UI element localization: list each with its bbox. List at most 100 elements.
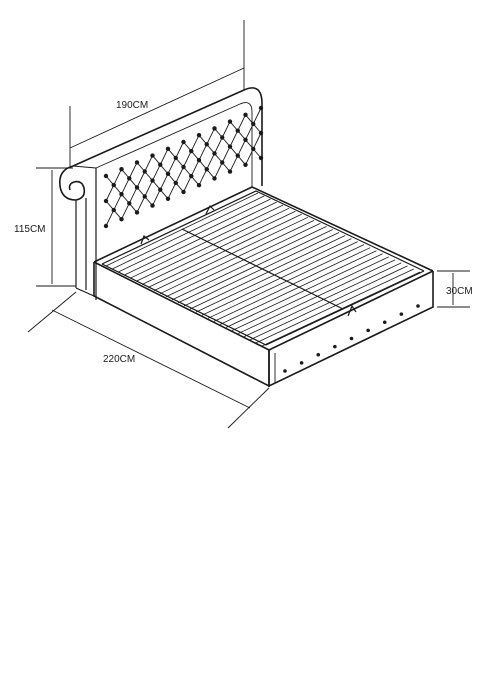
tufting-button [142,194,147,199]
tufting-seam [183,175,192,193]
tufting-seam [136,171,146,188]
tufting-button [227,119,233,124]
tufting-button [165,146,171,151]
tufting-button [251,146,256,152]
tufting-seam [214,162,223,179]
headboard-front [72,87,263,186]
tufting-seam [198,144,208,161]
tufting-button [158,187,163,192]
tufting-seam [128,162,138,179]
tufting-seam [159,148,169,165]
headboard-tufting [103,105,264,229]
headboard-arm-front [75,168,97,290]
tufting-seam [221,146,231,163]
tufting-seam [152,164,161,181]
tufting-button [150,178,155,183]
tufting-button [119,167,124,172]
tufting-button [212,151,217,156]
slat [165,223,321,298]
slat [213,247,371,322]
bed-base [93,186,434,388]
stud [283,369,287,373]
tufting-button [111,182,116,188]
headboard-bottom [75,260,97,300]
tufting-seam [175,141,184,159]
tufting-button [212,126,217,131]
tufting-button [204,142,209,147]
tufting-button [134,210,140,215]
tufting-seam [245,123,254,140]
tufting-button [119,192,124,197]
headboard [58,87,263,300]
tufting-button [103,173,109,179]
tufting-button [243,137,248,142]
slat [183,232,340,307]
tufting-button [189,148,194,154]
tufting-button [127,176,132,181]
tufting-button [227,169,233,174]
tufting-seam [121,203,130,220]
slat [171,226,327,301]
tufting-seam [144,180,153,197]
tufting-button [181,189,186,195]
tufting-button [173,180,178,186]
slat [237,259,396,335]
tufting-button [220,160,225,165]
tufting-button [158,162,163,167]
tufting-seam [159,173,169,190]
tufting-seam [105,209,115,227]
slat-platform [105,192,421,347]
foot-panel-studs [283,304,420,373]
stud [316,352,321,357]
tufting-button [243,112,248,118]
tufting-seam [229,155,239,172]
slat [207,244,365,319]
tufting-seam [183,150,192,168]
tufting-seam [105,184,115,202]
tufting-button [189,173,194,179]
tufting-seam [206,128,215,145]
tufting-seam [214,137,223,154]
tufting-button [150,203,155,208]
tufting-button [196,158,202,163]
base-foot-panel [268,271,434,388]
tufting-button [204,167,209,172]
tufting-seam [245,148,254,165]
slat [177,229,333,304]
tufting-seam [167,157,177,174]
tufting-button [111,207,116,213]
tufting-button [127,201,132,206]
lift-brackets [140,204,357,317]
tufting-seam [198,169,208,186]
tufting-seam [206,153,215,170]
tufting-button [258,105,264,111]
tufting-seam [252,107,262,125]
tufting-button [227,144,233,149]
stud [382,320,387,325]
tufting-button [251,121,256,127]
tufting-button [134,160,140,165]
slat [219,250,377,325]
tufting-button [165,196,171,201]
tufting-button [181,139,186,145]
slat [195,238,352,313]
tufting-seam [152,189,161,206]
tufting-seam [237,139,246,156]
stud [349,336,354,341]
tufting-button [235,153,240,158]
tufting-button [103,223,109,229]
tufting-seam [190,135,200,152]
headboard-panel [95,102,253,187]
tufting-seam [128,187,138,204]
tufting-button [165,171,171,176]
width-label: 190CM [116,100,148,111]
tufting-button [119,217,124,222]
base-rim-back [93,186,434,272]
stud [366,328,370,333]
base-rim-front [93,261,434,351]
tufting-button [258,155,264,161]
stud [399,312,404,316]
slat [243,262,402,338]
tufting-seam [190,160,200,177]
